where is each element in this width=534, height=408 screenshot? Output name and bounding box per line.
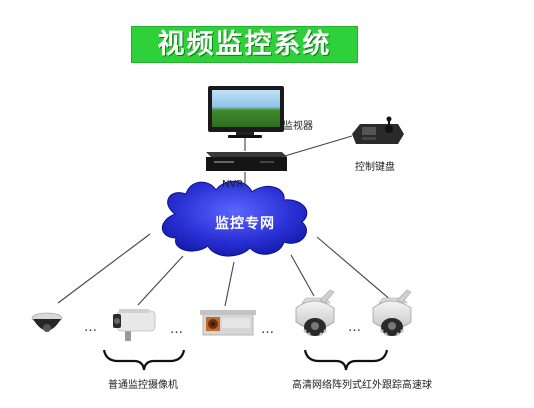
link-cam2 (137, 255, 184, 306)
ellipsis-2: … (170, 322, 184, 337)
box-camera-icon (200, 310, 256, 336)
ptz-dome-camera-icon (295, 289, 335, 336)
hd-cameras-label: 高清网络阵列式红外跟踪高速球 (292, 380, 432, 391)
monitor-icon (208, 86, 284, 138)
link-ptz1 (290, 254, 315, 297)
network-label: 监控专网 (215, 216, 275, 232)
link-cam3 (224, 261, 235, 307)
bullet-camera-icon (113, 309, 156, 341)
title-banner: 视频监控系统 (131, 26, 358, 63)
monitor-label: 监视器 (283, 121, 313, 132)
ellipsis-3: … (261, 322, 275, 337)
brace-hd-cameras (303, 349, 389, 371)
keyboard-label: 控制键盘 (355, 162, 395, 173)
nvr-icon (206, 152, 287, 171)
connection-lines (57, 132, 393, 307)
dome-camera-icon (31, 312, 63, 332)
keyboard-icon (352, 116, 404, 144)
diagram-title: 视频监控系统 (157, 29, 332, 60)
link-ptz2 (316, 236, 393, 302)
ellipsis-1: … (84, 320, 98, 335)
brace-standard-cameras (102, 349, 186, 371)
ptz-dome-camera-icon (372, 289, 412, 336)
ellipsis-4: … (348, 320, 362, 335)
network-cloud-icon (161, 180, 308, 257)
link-cam1 (57, 233, 151, 304)
link-nvr-keyboard (277, 135, 353, 159)
standard-cameras-label: 普通监控摄像机 (108, 380, 178, 391)
nvr-label: NVR (222, 179, 244, 190)
